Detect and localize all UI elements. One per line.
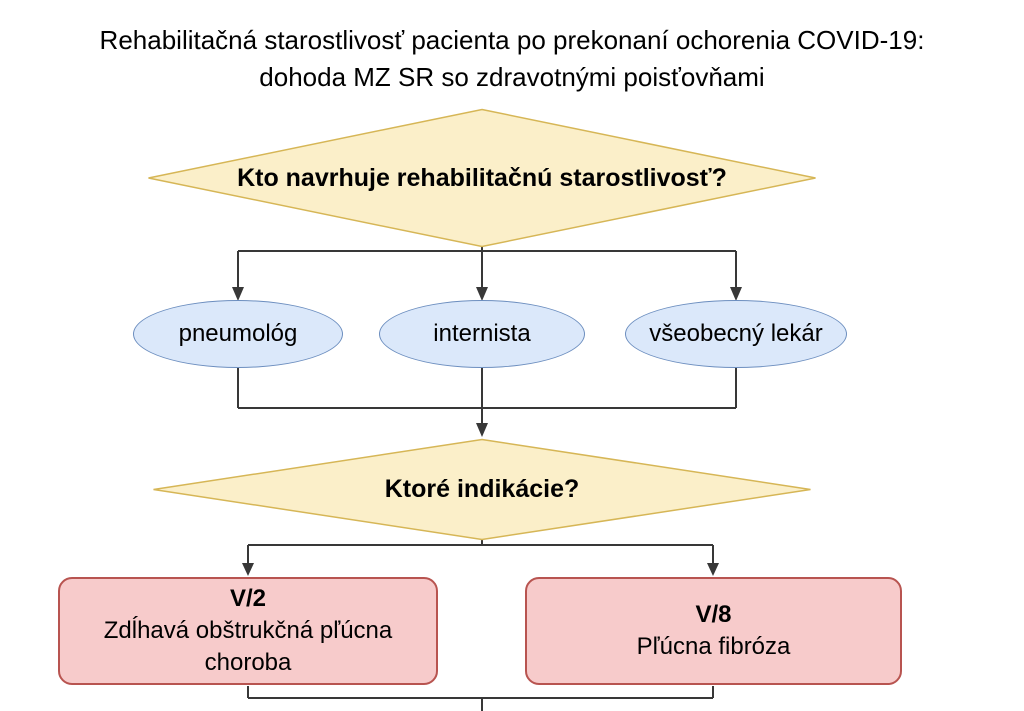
provider-vseobecny-lekar-label: všeobecný lekár [649,320,823,347]
edges-question2-to-indications [242,540,719,576]
edges-question1-to-providers [232,247,742,301]
provider-internista: internista [379,300,585,368]
diamond-shape [153,438,811,541]
indication-v2-code: V/2 [229,585,267,612]
decision-which-indications-label: Ktoré indikácie? [384,475,580,503]
arrowhead [232,287,244,301]
diamond-polygon [153,438,811,541]
arrowhead [242,563,254,576]
indication-v8-code: V/8 [695,601,732,628]
arrowhead [730,287,742,301]
decision-which-indications: Ktoré indikácie? [152,438,812,541]
diamond-polygon [148,108,816,248]
indication-v8-label: Pľúcna fibróza [636,633,791,660]
edges-providers-to-question2 [237,367,737,437]
arrowhead [476,287,488,301]
indication-v2-label: Zdĺhavá obštrukčná pľúcna choroba [103,617,393,676]
decision-who-proposes: Kto navrhuje rehabilitačnú starostlivosť… [147,108,817,248]
diamond-shape [148,108,816,248]
provider-internista-label: internista [433,320,531,347]
page-title: Rehabilitačná starostlivosť pacienta po … [0,22,1024,96]
provider-vseobecny-lekar: všeobecný lekár [625,300,847,368]
edges-indications-merge [247,686,714,711]
indication-v8: V/8 Pľúcna fibróza [525,577,902,685]
indication-v2: V/2 Zdĺhavá obštrukčná pľúcna choroba [58,577,438,685]
page-title-line-1: Rehabilitačná starostlivosť pacienta po … [99,25,925,55]
decision-who-proposes-label: Kto navrhuje rehabilitačnú starostlivosť… [237,163,727,192]
provider-pneumolog-label: pneumológ [178,320,298,347]
provider-pneumolog: pneumológ [133,300,343,368]
page-title-line-2: dohoda MZ SR so zdravotnými poisťovňami [259,62,765,92]
arrowhead [476,423,488,437]
arrowhead [707,563,719,576]
